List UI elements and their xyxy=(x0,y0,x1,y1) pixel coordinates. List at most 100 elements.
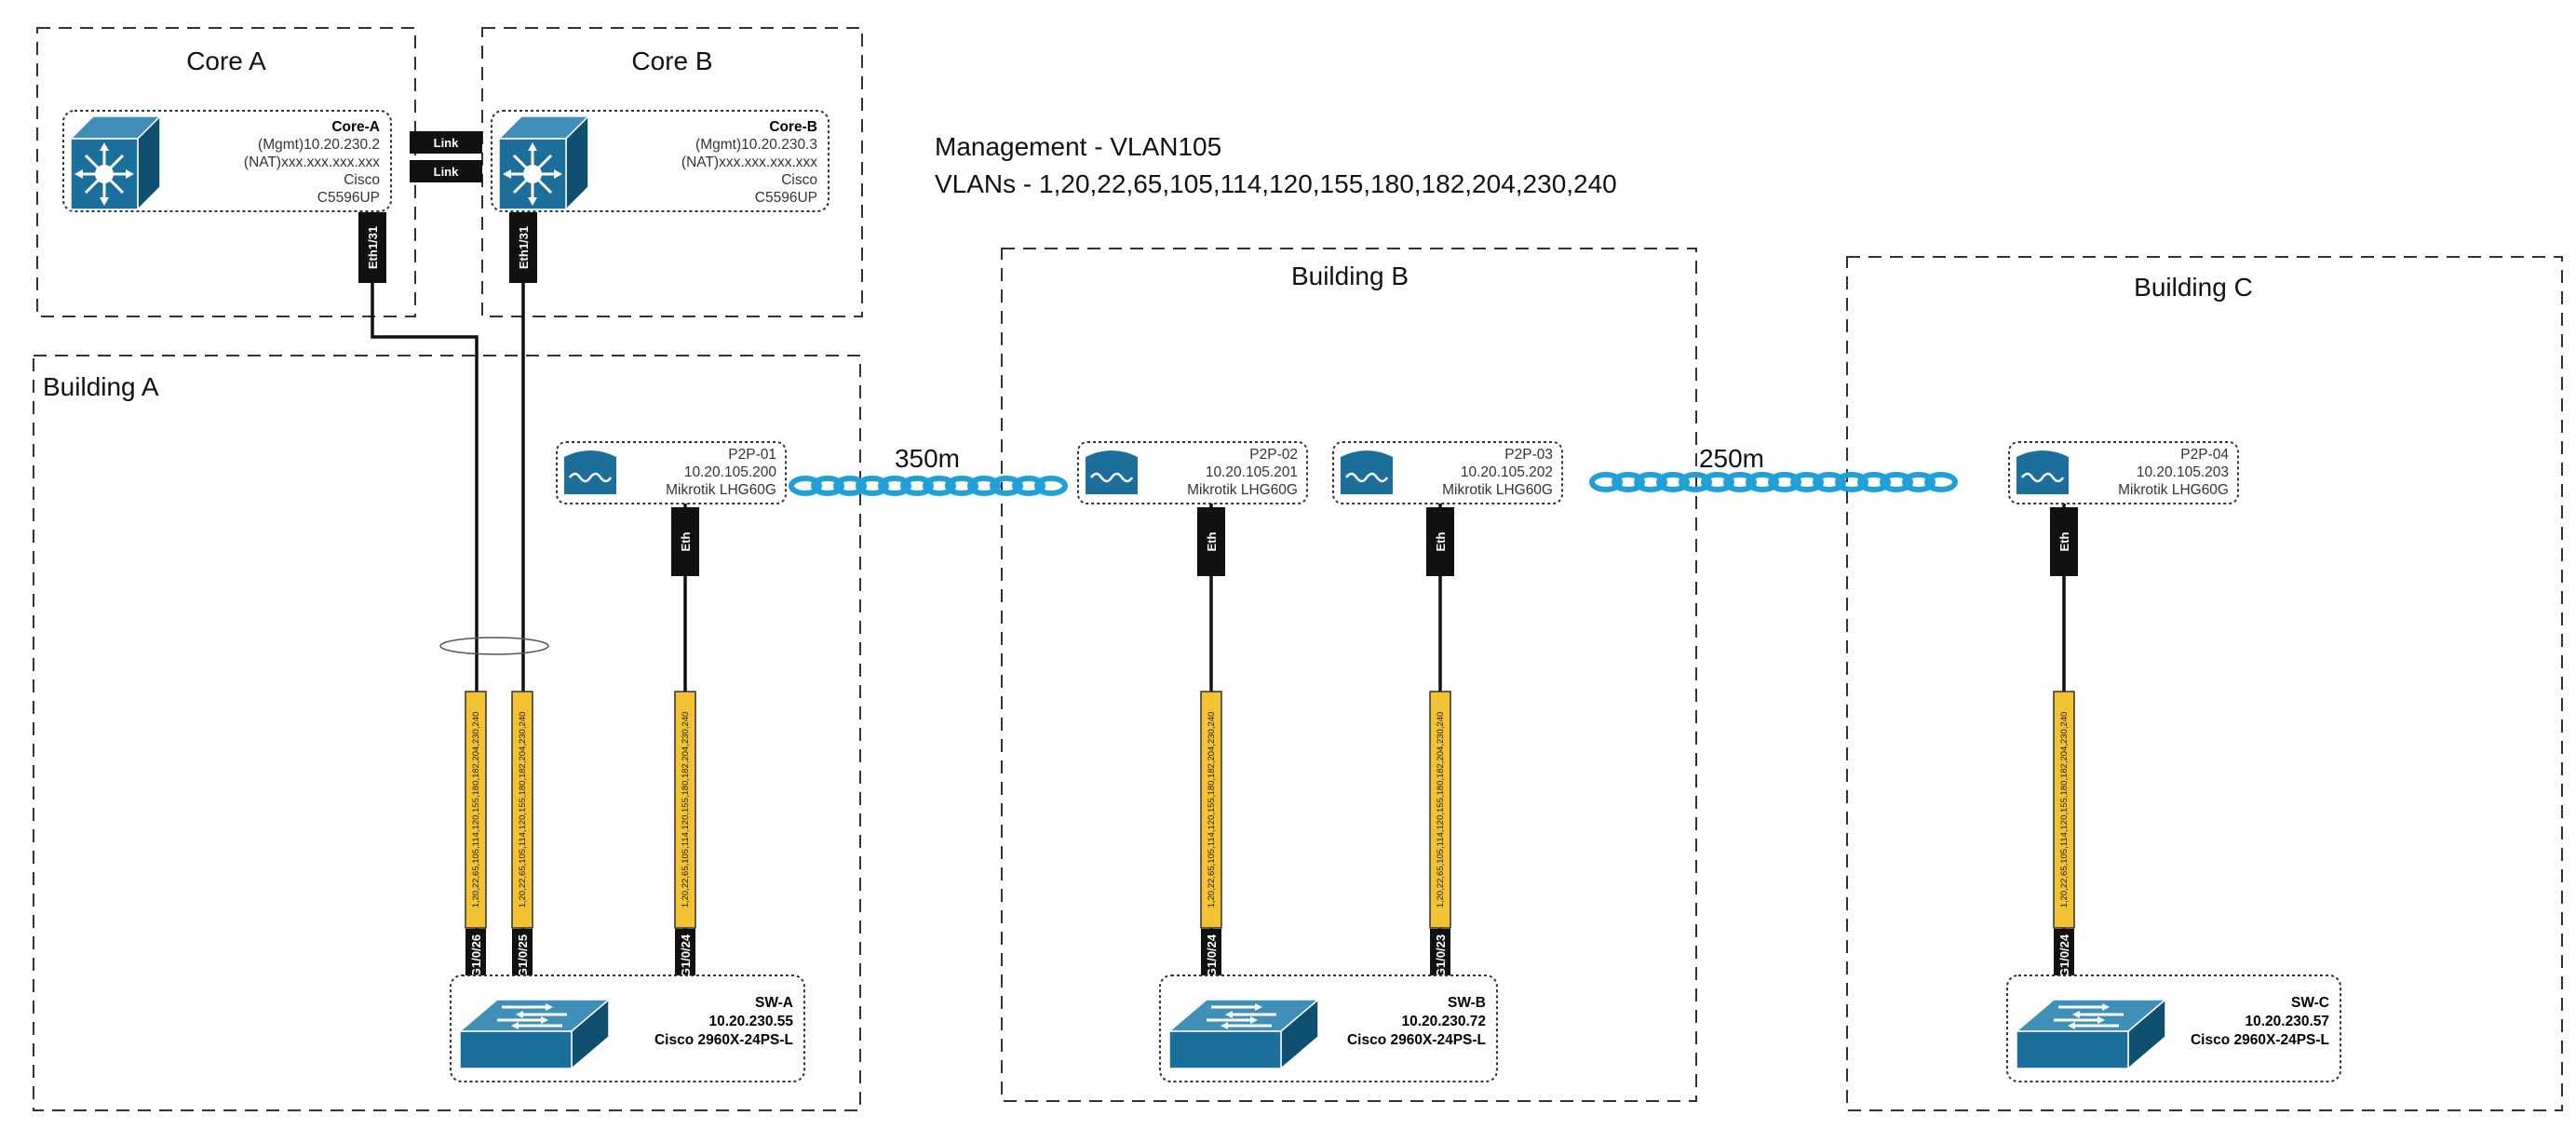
wireless-chain-link xyxy=(1634,472,1667,492)
core-b-port[interactable]: Eth1/31 xyxy=(509,212,537,283)
sw-a-port-26[interactable]: G1/0/26 xyxy=(465,929,486,983)
wireless-chain-link xyxy=(1701,472,1734,492)
p2p-01-model: Mikrotik LHG60G xyxy=(666,482,776,498)
multilayer-switch-icon xyxy=(69,114,162,211)
vlan-tag-text: 1,20,22,65,105,114,120,155,180,182,204,2… xyxy=(471,712,481,908)
sw-c-port-24[interactable]: G1/0/24 xyxy=(2054,929,2074,983)
vlan-tag-text: 1,20,22,65,105,114,120,155,180,182,204,2… xyxy=(681,712,691,908)
wireless-chain-link xyxy=(923,476,956,496)
p2p-02-model: Mikrotik LHG60G xyxy=(1187,482,1298,498)
vlans-list-label: VLANs - 1,20,22,65,105,114,120,155,180,1… xyxy=(935,169,1617,198)
wireless-link-250m xyxy=(1589,472,1958,492)
core-link-2[interactable]: Link xyxy=(410,160,482,182)
wireless-chain-link xyxy=(1723,472,1757,492)
wireless-chain-link xyxy=(833,476,867,496)
core-b-title: Core B xyxy=(631,47,712,75)
wireless-chain-link xyxy=(1902,472,1935,492)
wireless-chain-link xyxy=(967,476,1001,496)
p2p-03-model: Mikrotik LHG60G xyxy=(1442,482,1553,498)
p2p-04-ip: 10.20.105.203 xyxy=(2137,464,2229,480)
core-a-port-label: Eth1/31 xyxy=(366,226,380,269)
vlan-tag-sw-a-24: 1,20,22,65,105,114,120,155,180,182,204,2… xyxy=(674,691,696,929)
core-a-nat: (NAT)xxx.xxx.xxx.xxx xyxy=(244,155,380,170)
core-link-2-label: Link xyxy=(434,165,459,179)
p2p-01-name: P2P-01 xyxy=(728,447,776,463)
sw-a-port-24-label: G1/0/24 xyxy=(679,934,693,977)
p2p-03-device[interactable]: P2P-03 10.20.105.202 Mikrotik LHG60G xyxy=(1332,441,1563,504)
core-b-area xyxy=(481,27,863,317)
core-a-model: C5596UP xyxy=(317,190,380,206)
core-b-mgmt: (Mgmt)10.20.230.3 xyxy=(695,137,817,153)
sw-a-port-25-label: G1/0/25 xyxy=(516,934,530,977)
sw-c-device[interactable]: SW-C 10.20.230.57 Cisco 2960X-24PS-L xyxy=(2006,974,2341,1082)
building-a-title: Building A xyxy=(43,372,159,401)
wireless-chain-link xyxy=(1679,472,1712,492)
p2p-04-port-label: Eth xyxy=(2057,531,2071,551)
p2p-03-port[interactable]: Eth xyxy=(1426,507,1454,576)
distance-350m-label: 350m xyxy=(895,444,960,473)
p2p-02-port-label: Eth xyxy=(1205,531,1219,551)
cable-core-a-sw-a xyxy=(371,279,479,977)
wireless-chain-link xyxy=(1790,472,1824,492)
building-c-title: Building C xyxy=(2134,273,2253,302)
vlan-tag-sw-c-24: 1,20,22,65,105,114,120,155,180,182,204,2… xyxy=(2053,691,2075,929)
sw-b-name: SW-B xyxy=(1448,995,1486,1011)
sw-a-name: SW-A xyxy=(755,995,793,1011)
sw-b-model: Cisco 2960X-24PS-L xyxy=(1347,1032,1486,1048)
wireless-chain-link xyxy=(1746,472,1779,492)
sw-b-port-24[interactable]: G1/0/24 xyxy=(1201,929,1221,983)
sw-c-port-24-label: G1/0/24 xyxy=(2057,934,2071,977)
core-a-port[interactable]: Eth1/31 xyxy=(358,212,386,283)
core-a-title: Core A xyxy=(186,47,266,75)
sw-a-port-24[interactable]: G1/0/24 xyxy=(675,929,695,983)
sw-a-port-26-label: G1/0/26 xyxy=(469,934,483,977)
core-a-device[interactable]: Core-A (Mgmt)10.20.230.2 (NAT)xxx.xxx.xx… xyxy=(62,110,392,212)
wireless-chain-link xyxy=(945,476,978,496)
port-channel-ellipse xyxy=(439,637,549,655)
core-b-vendor: Cisco xyxy=(781,172,817,188)
sw-b-device[interactable]: SW-B 10.20.230.72 Cisco 2960X-24PS-L xyxy=(1159,974,1498,1082)
sw-a-model: Cisco 2960X-24PS-L xyxy=(654,1032,793,1048)
p2p-01-device[interactable]: P2P-01 10.20.105.200 Mikrotik LHG60G xyxy=(556,441,787,504)
sw-c-model: Cisco 2960X-24PS-L xyxy=(2191,1032,2329,1048)
core-b-device[interactable]: Core-B (Mgmt)10.20.230.3 (NAT)xxx.xxx.xx… xyxy=(491,110,829,212)
vlan-tag-text: 1,20,22,65,105,114,120,155,180,182,204,2… xyxy=(1207,712,1217,908)
p2p-02-ip: 10.20.105.201 xyxy=(1206,464,1298,480)
p2p-04-port[interactable]: Eth xyxy=(2050,507,2078,576)
core-b-model: C5596UP xyxy=(755,190,817,206)
wireless-bridge-icon xyxy=(1339,449,1395,496)
wireless-chain-link xyxy=(1924,472,1958,492)
p2p-02-device[interactable]: P2P-02 10.20.105.201 Mikrotik LHG60G xyxy=(1077,441,1308,504)
p2p-03-ip: 10.20.105.202 xyxy=(1461,464,1553,480)
core-link-1[interactable]: Link xyxy=(410,131,482,154)
vlan-tag-text: 1,20,22,65,105,114,120,155,180,182,204,2… xyxy=(2059,712,2070,908)
wireless-chain-link xyxy=(1012,476,1045,496)
sw-b-port-23[interactable]: G1/0/23 xyxy=(1430,929,1450,983)
multilayer-switch-icon xyxy=(497,114,590,211)
wireless-chain-link xyxy=(1656,472,1690,492)
p2p-04-model: Mikrotik LHG60G xyxy=(2118,482,2229,498)
wireless-link-350m xyxy=(789,476,1068,496)
wireless-chain-link xyxy=(1034,476,1068,496)
sw-b-port-23-label: G1/0/23 xyxy=(1434,934,1448,977)
wireless-chain-link xyxy=(900,476,934,496)
wireless-chain-link xyxy=(990,476,1023,496)
core-a-name: Core-A xyxy=(331,119,380,135)
sw-c-ip: 10.20.230.57 xyxy=(2245,1014,2329,1029)
sw-a-port-25[interactable]: G1/0/25 xyxy=(512,929,533,983)
core-a-vendor: Cisco xyxy=(344,172,380,188)
p2p-01-port[interactable]: Eth xyxy=(671,507,699,576)
p2p-01-port-label: Eth xyxy=(679,531,693,551)
wireless-chain-link xyxy=(878,476,911,496)
wireless-chain-link xyxy=(1768,472,1801,492)
core-a-mgmt: (Mgmt)10.20.230.2 xyxy=(258,137,380,153)
management-vlan-label: Management - VLAN105 xyxy=(935,132,1221,161)
sw-a-ip: 10.20.230.55 xyxy=(708,1014,793,1029)
p2p-04-name: P2P-04 xyxy=(2180,447,2229,463)
vlan-tag-sw-a-25: 1,20,22,65,105,114,120,155,180,182,204,2… xyxy=(511,691,533,929)
p2p-03-name: P2P-03 xyxy=(1504,447,1553,463)
sw-a-device[interactable]: SW-A 10.20.230.55 Cisco 2960X-24PS-L xyxy=(450,974,805,1082)
p2p-04-device[interactable]: P2P-04 10.20.105.203 Mikrotik LHG60G xyxy=(2008,441,2239,504)
p2p-02-port[interactable]: Eth xyxy=(1197,507,1225,576)
core-b-name: Core-B xyxy=(769,119,817,135)
